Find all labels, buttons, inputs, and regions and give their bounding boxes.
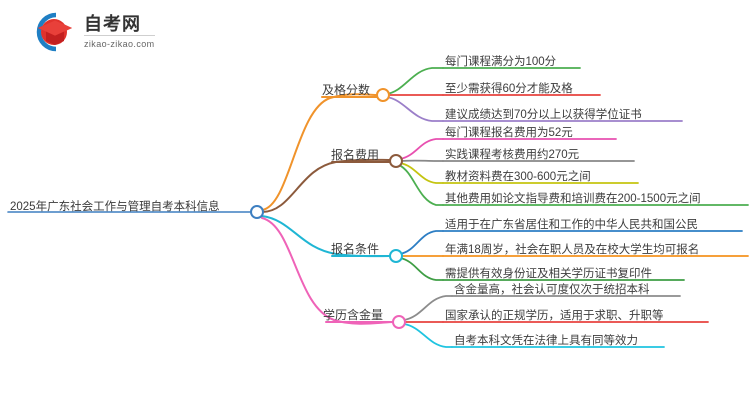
leaf-label-2-4[interactable]: 其他费用如论文指导费和培训费在200-1500元之间: [445, 193, 701, 205]
leaf-label-2-1[interactable]: 每门课程报名费用为52元: [445, 127, 573, 139]
leaf-label-2-2[interactable]: 实践课程考核费用约270元: [445, 149, 580, 161]
leaf-label-4-1[interactable]: 含金量高，社会认可度仅次于统招本科: [454, 284, 650, 296]
leaf-curve-4-3: [403, 323, 453, 348]
leaf-label-2-3[interactable]: 教材资料费在300-600元之间: [445, 171, 591, 183]
leaf-label-3-3[interactable]: 需提供有效身份证及相关学历证书复印件: [445, 268, 652, 280]
logo-wordmark: 自考网 zikao-zikao.com: [84, 14, 155, 50]
leaf-curve-3-1: [399, 230, 444, 255]
leaf-curve-2-3: [399, 162, 444, 184]
branch-node-circle-2: [389, 154, 403, 168]
graduation-cap-icon: [26, 10, 78, 54]
branch-curve-4: [261, 217, 395, 325]
logo-url: zikao-zikao.com: [84, 35, 155, 50]
branch-node-circle-4: [392, 315, 406, 329]
branch-label-passing-score[interactable]: 及格分数: [322, 83, 371, 97]
leaf-label-4-3[interactable]: 自考本科文凭在法律上具有同等效力: [454, 335, 638, 347]
site-logo: 自考网 zikao-zikao.com: [26, 8, 206, 56]
leaf-label-3-2[interactable]: 年满18周岁，社会在职人员及在校大学生均可报名: [445, 244, 700, 256]
leaf-curve-3-3: [399, 257, 444, 281]
branch-label-requirements[interactable]: 报名条件: [331, 242, 380, 256]
branch-node-circle-3: [389, 249, 403, 263]
logo-name-cn: 自考网: [84, 14, 141, 34]
leaf-label-4-2[interactable]: 国家承认的正规学历，适用于求职、升职等: [445, 310, 664, 322]
branch-curve-1: [261, 93, 379, 211]
leaf-curve-2-4: [398, 164, 444, 206]
leaf-curve-4-1: [403, 295, 453, 321]
leaf-curve-2-1: [399, 138, 444, 160]
leaf-label-3-1[interactable]: 适用于在广东省居住和工作的中华人民共和国公民: [445, 219, 698, 231]
leaf-label-1-3[interactable]: 建议成绩达到70分以上以获得学位证书: [445, 109, 642, 121]
leaf-label-1-1[interactable]: 每门课程满分为100分: [445, 56, 557, 68]
branch-node-circle-1: [376, 88, 390, 102]
root-node-circle: [250, 205, 264, 219]
root-node-label[interactable]: 2025年广东社会工作与管理自考本科信息: [10, 201, 220, 213]
leaf-label-1-2[interactable]: 至少需获得60分才能及格: [445, 83, 573, 95]
leaf-curve-1-1: [385, 67, 444, 95]
branch-label-degree-value[interactable]: 学历含金量: [323, 308, 384, 322]
branch-label-fees[interactable]: 报名费用: [331, 148, 380, 162]
leaf-curve-1-3: [385, 96, 444, 122]
branch-curve-2: [261, 158, 391, 213]
